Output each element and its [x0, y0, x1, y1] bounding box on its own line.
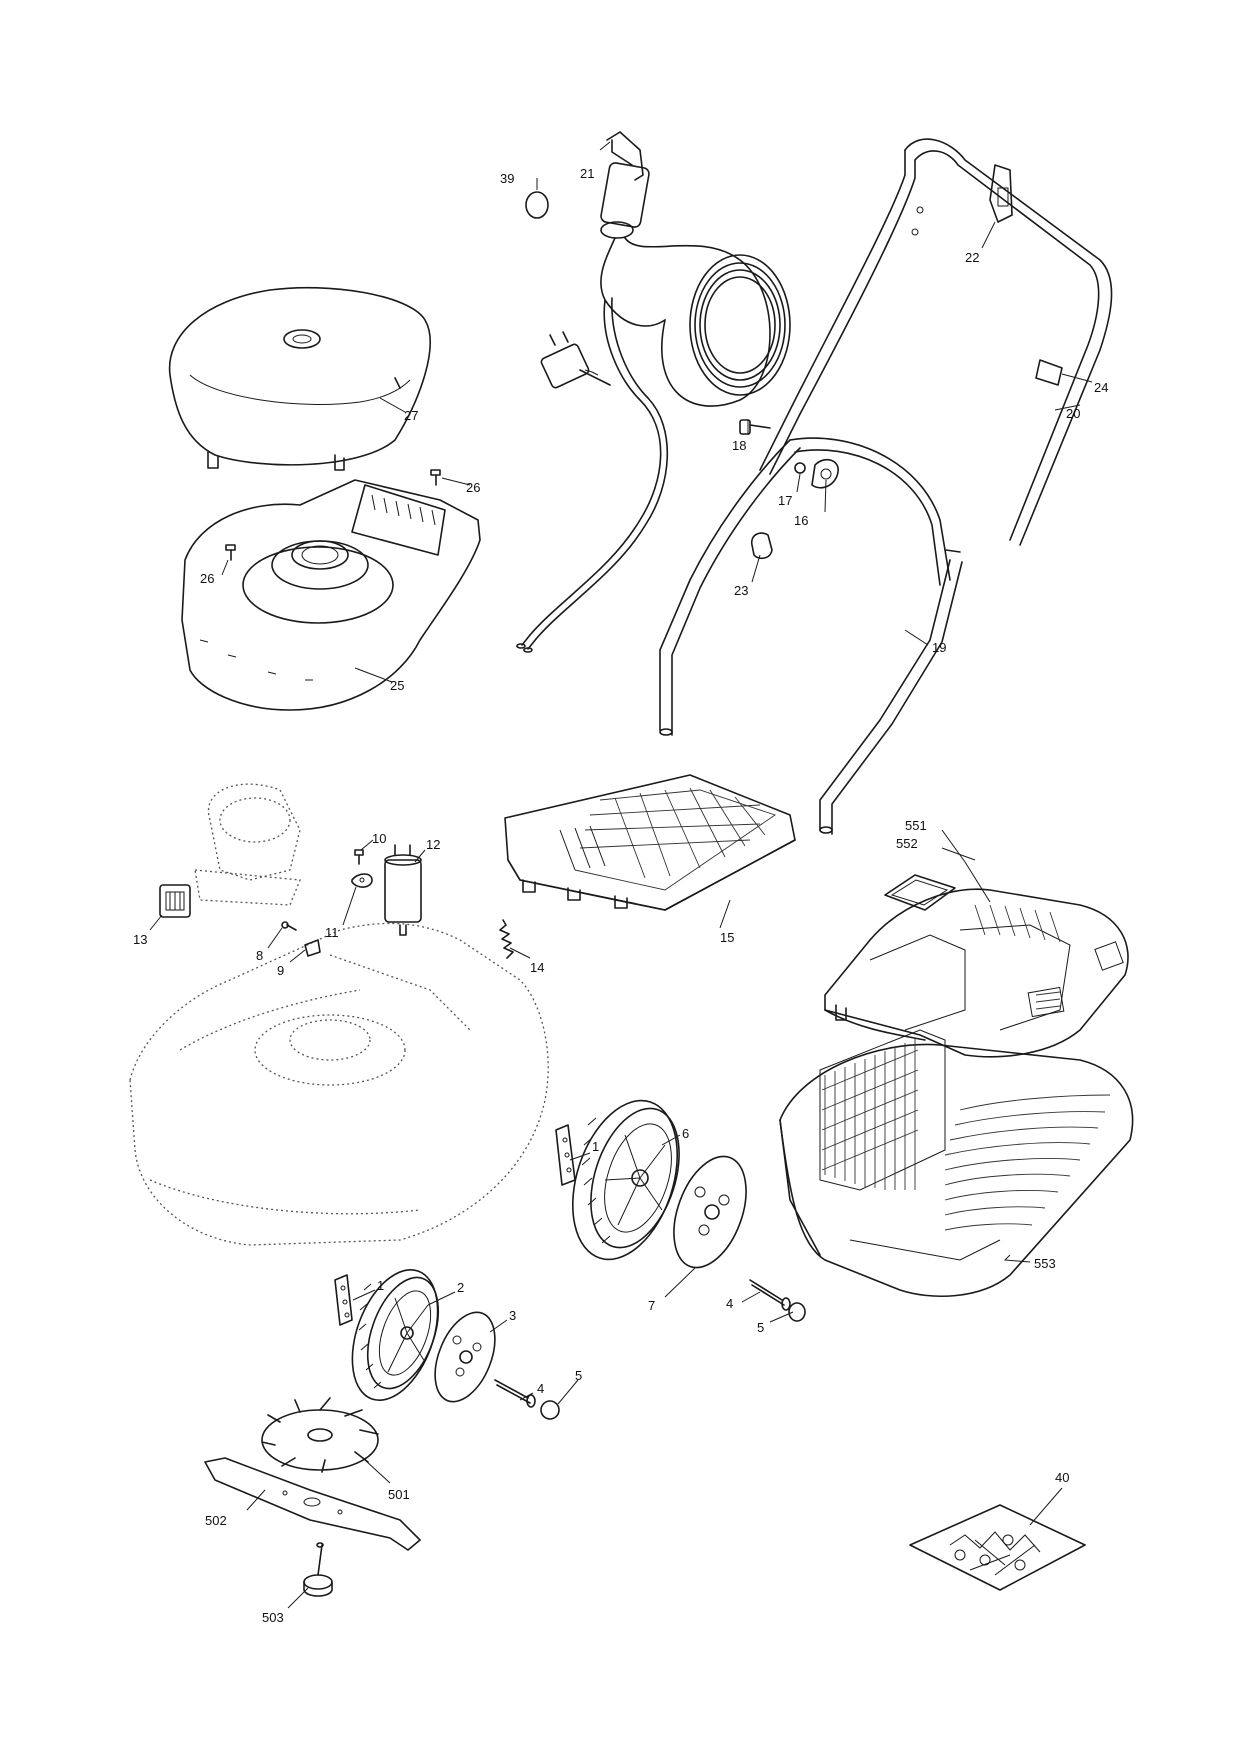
label-24: 24: [1094, 380, 1108, 395]
chassis-deck-reference: [129, 783, 549, 1246]
part-27-motor-cover: [168, 286, 431, 471]
part-5-axle-cap-front: [540, 1400, 560, 1420]
part-20-upper-handle: [759, 138, 1113, 546]
label-9: 9: [277, 963, 284, 978]
label-7: 7: [648, 1298, 655, 1313]
part-3-front-hubcap: [434, 1311, 496, 1403]
part-6-rear-wheel: [571, 1099, 680, 1261]
label-1-front: 1: [377, 1278, 384, 1293]
label-15: 15: [720, 930, 734, 945]
label-20: 20: [1066, 406, 1080, 421]
label-26-lower: 26: [200, 571, 214, 586]
part-551-grass-box-top: [824, 888, 1129, 1058]
label-553: 553: [1034, 1256, 1056, 1271]
label-1-rear: 1: [592, 1139, 599, 1154]
part-16-handle-knob: [811, 458, 839, 489]
part-39-o-ring: [525, 191, 549, 219]
part-26-screw-lower: [225, 544, 236, 561]
part-5-axle-cap-rear: [788, 1302, 806, 1322]
label-18: 18: [732, 438, 746, 453]
part-19-lower-handle: [659, 437, 963, 835]
part-18-bolt: [739, 419, 771, 435]
part-2-front-wheel: [351, 1268, 440, 1402]
part-13-switch-block: [159, 884, 191, 918]
label-21: 21: [580, 166, 594, 181]
label-13: 13: [133, 932, 147, 947]
label-6: 6: [682, 1126, 689, 1141]
part-25-motor-housing: [181, 479, 481, 711]
part-501-fan: [261, 1397, 379, 1473]
part-26-screw-upper: [430, 469, 441, 486]
label-501: 501: [388, 1487, 410, 1502]
label-552: 552: [896, 836, 918, 851]
label-10: 10: [372, 831, 386, 846]
label-503: 503: [262, 1610, 284, 1625]
label-25: 25: [390, 678, 404, 693]
label-19: 19: [932, 640, 946, 655]
part-14-spring: [499, 919, 514, 959]
part-40-parts-bag: [909, 1504, 1086, 1591]
part-9-clip: [304, 939, 321, 957]
label-27: 27: [404, 408, 418, 423]
label-12: 12: [426, 837, 440, 852]
leader-lines: [149, 141, 1093, 1609]
label-5-rear: 5: [757, 1320, 764, 1335]
label-22: 22: [965, 250, 979, 265]
part-1-axle-bracket-front: [334, 1274, 353, 1326]
part-10-screw: [354, 849, 364, 865]
part-22-cable-clip: [989, 164, 1013, 223]
label-5-front: 5: [575, 1368, 582, 1383]
label-14: 14: [530, 960, 544, 975]
label-502: 502: [205, 1513, 227, 1528]
part-cable-assembly: [516, 237, 791, 653]
label-11: 11: [325, 925, 339, 940]
part-23-cable-clip: [750, 532, 773, 560]
label-39: 39: [500, 171, 514, 186]
part-4-axle-bolt-rear: [749, 1279, 791, 1311]
label-16: 16: [794, 513, 808, 528]
part-4-axle-bolt-front: [494, 1379, 536, 1408]
label-4-rear: 4: [726, 1296, 733, 1311]
label-8: 8: [256, 948, 263, 963]
part-552-window-seal: [884, 874, 956, 911]
part-12-capacitor: [384, 844, 422, 936]
part-labels: 39 21 22 24 20 27 26 26 25 18 17 16 23 1…: [133, 166, 1108, 1625]
part-7-rear-hubcap: [673, 1155, 747, 1269]
part-553-grass-box-bag: [779, 1029, 1134, 1298]
label-23: 23: [734, 583, 748, 598]
part-17-washer: [794, 462, 806, 474]
label-26-upper: 26: [466, 480, 480, 495]
part-11-bracket: [351, 873, 373, 888]
label-4-front: 4: [537, 1381, 544, 1396]
part-21-switch-box: [600, 131, 650, 239]
label-3: 3: [509, 1308, 516, 1323]
part-502-blade: [204, 1457, 421, 1551]
part-24-handle-sleeve: [1035, 359, 1063, 386]
label-40: 40: [1055, 1470, 1069, 1485]
part-503-blade-nut: [303, 1542, 333, 1597]
label-551: 551: [905, 818, 927, 833]
part-8-screw: [281, 921, 297, 931]
label-17: 17: [778, 493, 792, 508]
part-15-rear-flap: [504, 774, 796, 911]
part-1-axle-bracket-rear: [555, 1124, 576, 1186]
label-2: 2: [457, 1280, 464, 1295]
